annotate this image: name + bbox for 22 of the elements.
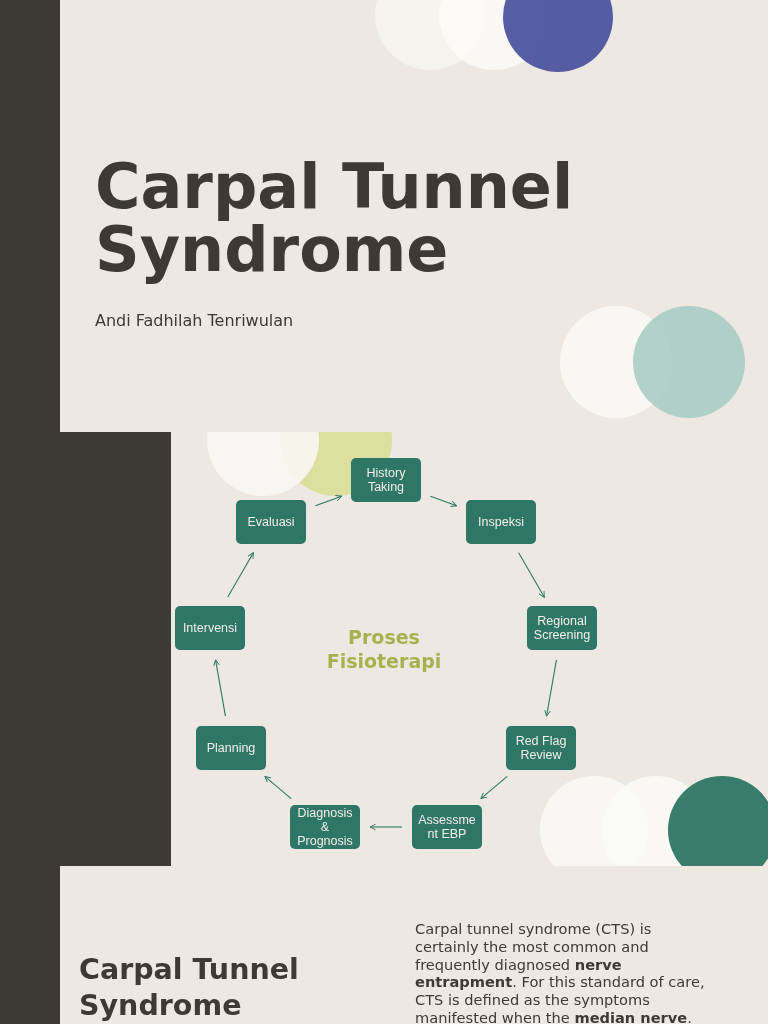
process-box: Intervensi [175,606,245,650]
arrow [518,552,545,598]
arrow [369,823,403,831]
process-box: Evaluasi [236,500,306,544]
arrow [264,775,292,800]
diagram-center-label: Proses Fisioterapi [325,625,443,673]
arrow [480,775,508,800]
arrow [314,495,343,507]
arrow [544,659,557,717]
body-paragraph: Carpal tunnel syndrome (CTS) is certainly the most common and frequently diagnosed nerve entrapment. For this standard of care, CTS is defined as the symptoms manifested when the median nerve. [415,920,706,1024]
arrow [227,552,254,598]
process-box: History Taking [351,458,421,502]
process-box: Diagnosis & Prognosis [290,805,360,849]
arrow [429,495,458,507]
author-name: Andi Fadhilah Tenriwulan [95,311,294,330]
section-heading: Carpal Tunnel Syndrome [79,952,300,1024]
process-box: Red Flag Review [506,726,576,770]
process-box: Regional Screening [527,606,597,650]
process-box: Assessment EBP [412,805,482,849]
process-box: Planning [196,726,266,770]
arrow [213,659,226,717]
process-box: Inspeksi [466,500,536,544]
